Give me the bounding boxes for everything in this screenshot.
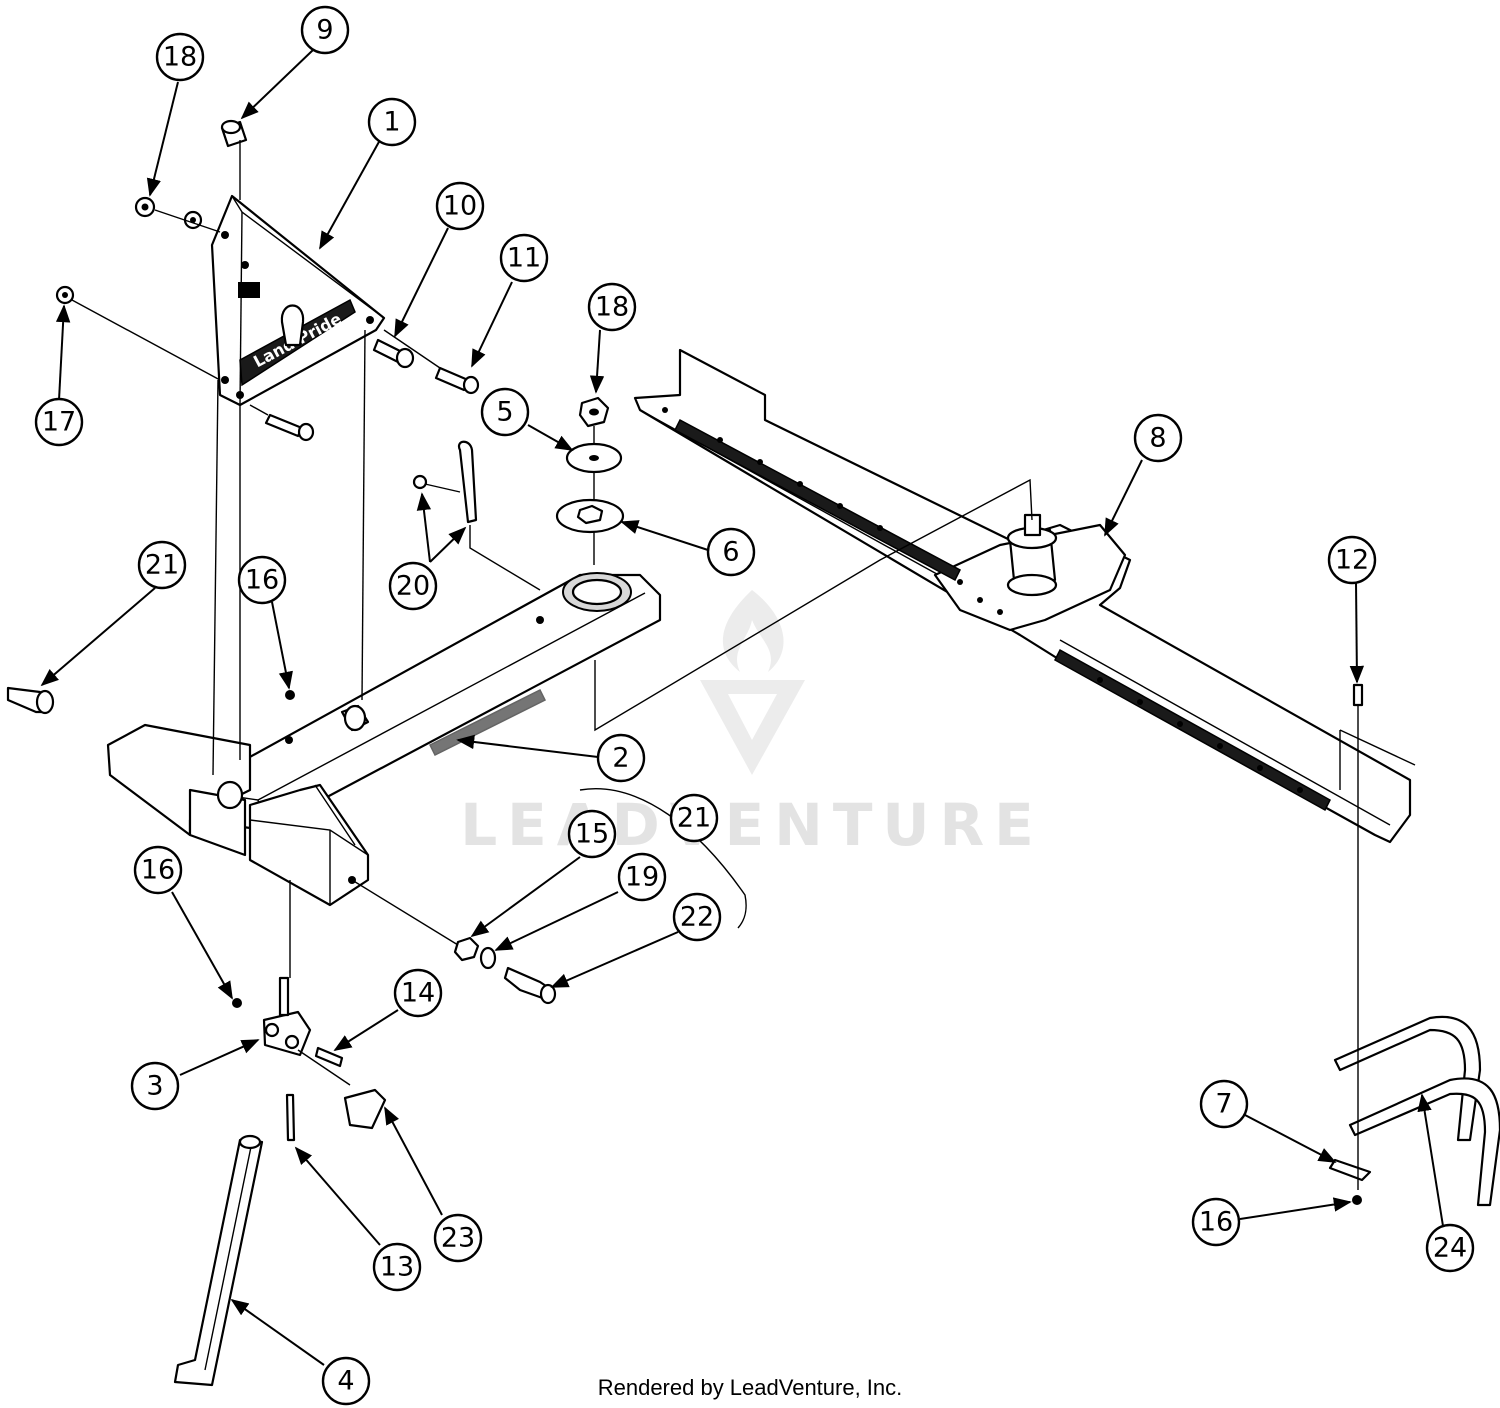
callout-17: 17 bbox=[34, 397, 84, 447]
callout-11-label: 11 bbox=[507, 243, 541, 274]
callout-19: 19 bbox=[617, 852, 667, 902]
leader-arrows bbox=[40, 49, 1444, 1366]
washer-5-part bbox=[565, 442, 623, 474]
callout-3-label: 3 bbox=[146, 1071, 163, 1102]
callout-18a: 18 bbox=[155, 32, 205, 82]
callout-22: 22 bbox=[672, 892, 722, 942]
bolt-14-part bbox=[314, 1046, 344, 1068]
callout-18a-label: 18 bbox=[163, 42, 197, 73]
render-credit: Rendered by LeadVenture, Inc. bbox=[597, 1375, 903, 1400]
callout-15: 15 bbox=[567, 809, 617, 859]
pin-20-part bbox=[412, 440, 478, 524]
bolt-22-part bbox=[503, 966, 557, 1005]
callout-24-label: 24 bbox=[1433, 1233, 1467, 1264]
bracket-3-part bbox=[262, 976, 312, 1057]
callout-12-label: 12 bbox=[1335, 545, 1369, 576]
watermark: LEADVENTURE bbox=[460, 590, 1044, 859]
callout-6-label: 6 bbox=[722, 537, 739, 568]
callout-3: 3 bbox=[130, 1061, 180, 1111]
callout-2-label: 2 bbox=[612, 743, 629, 774]
callout-8: 8 bbox=[1133, 413, 1183, 463]
callout-5: 5 bbox=[480, 387, 530, 437]
callout-21b: 21 bbox=[669, 793, 719, 843]
callout-1: 1 bbox=[367, 97, 417, 147]
hitch-pin-21a-part bbox=[6, 686, 55, 715]
callout-11: 11 bbox=[499, 233, 549, 283]
callout-21a: 21 bbox=[137, 540, 187, 590]
callout-16c: 16 bbox=[1191, 1197, 1241, 1247]
callout-4: 4 bbox=[321, 1356, 371, 1406]
beam-8-part bbox=[633, 348, 1416, 844]
callout-6: 6 bbox=[706, 527, 756, 577]
nut-15-part bbox=[453, 936, 480, 962]
callout-8-label: 8 bbox=[1149, 423, 1166, 454]
clip-23-part bbox=[343, 1088, 387, 1130]
callout-17-label: 17 bbox=[42, 407, 76, 438]
callout-16b-label: 16 bbox=[141, 855, 175, 886]
main-frame-part bbox=[106, 572, 662, 907]
nut-18a-part bbox=[134, 196, 203, 230]
bolt-10-part bbox=[372, 338, 415, 369]
bolt-plate-part bbox=[264, 413, 315, 442]
callout-24: 24 bbox=[1425, 1223, 1475, 1273]
callout-13-label: 13 bbox=[380, 1252, 414, 1283]
callout-14-label: 14 bbox=[401, 978, 435, 1009]
watermark-logo bbox=[700, 590, 805, 775]
callout-18b-label: 18 bbox=[595, 292, 629, 323]
callout-16a-label: 16 bbox=[245, 565, 279, 596]
callout-20-label: 20 bbox=[396, 571, 430, 602]
callout-10-label: 10 bbox=[443, 191, 477, 222]
nut-16a-part bbox=[285, 690, 295, 700]
plate-7-part bbox=[1328, 1158, 1372, 1182]
callout-16b: 16 bbox=[133, 845, 183, 895]
callout-1-label: 1 bbox=[383, 107, 400, 138]
washer-6-part bbox=[555, 498, 625, 534]
callout-12: 12 bbox=[1327, 535, 1377, 585]
callout-7: 7 bbox=[1199, 1079, 1249, 1129]
callout-10: 10 bbox=[435, 181, 485, 231]
callout-2: 2 bbox=[596, 733, 646, 783]
callout-5-label: 5 bbox=[496, 397, 513, 428]
callout-19-label: 19 bbox=[625, 862, 659, 893]
callout-9-label: 9 bbox=[316, 15, 333, 46]
callout-4-label: 4 bbox=[337, 1366, 354, 1397]
callout-9: 9 bbox=[300, 5, 350, 55]
callout-14: 14 bbox=[393, 968, 443, 1018]
callout-18b: 18 bbox=[587, 282, 637, 332]
nut-16b-part bbox=[232, 998, 242, 1008]
nut-17-part bbox=[55, 285, 75, 305]
callout-15-label: 15 bbox=[575, 819, 609, 850]
nut-16c-part bbox=[1352, 1195, 1362, 1205]
callout-7-label: 7 bbox=[1215, 1089, 1232, 1120]
mounting-plate-part: Land Pride bbox=[210, 194, 386, 407]
callout-21a-label: 21 bbox=[145, 550, 179, 581]
tines-24-part bbox=[1333, 1015, 1500, 1207]
callout-23: 23 bbox=[433, 1213, 483, 1263]
bolt-11-part bbox=[434, 366, 480, 395]
callout-23-label: 23 bbox=[441, 1223, 475, 1254]
callout-13: 13 bbox=[372, 1242, 422, 1292]
bushing-9-part bbox=[220, 119, 248, 148]
callout-16a: 16 bbox=[237, 555, 287, 605]
pin-13-part bbox=[285, 1093, 296, 1142]
nut-18b-part bbox=[578, 396, 610, 428]
callout-16c-label: 16 bbox=[1199, 1207, 1233, 1238]
callout-20: 20 bbox=[388, 561, 438, 611]
callout-22-label: 22 bbox=[680, 902, 714, 933]
watermark-text: LEADVENTURE bbox=[460, 791, 1044, 859]
callout-21b-label: 21 bbox=[677, 803, 711, 834]
washer-19-part bbox=[479, 946, 497, 970]
bolt-12-part bbox=[1352, 683, 1364, 707]
jack-leg-4-part bbox=[173, 1134, 264, 1387]
